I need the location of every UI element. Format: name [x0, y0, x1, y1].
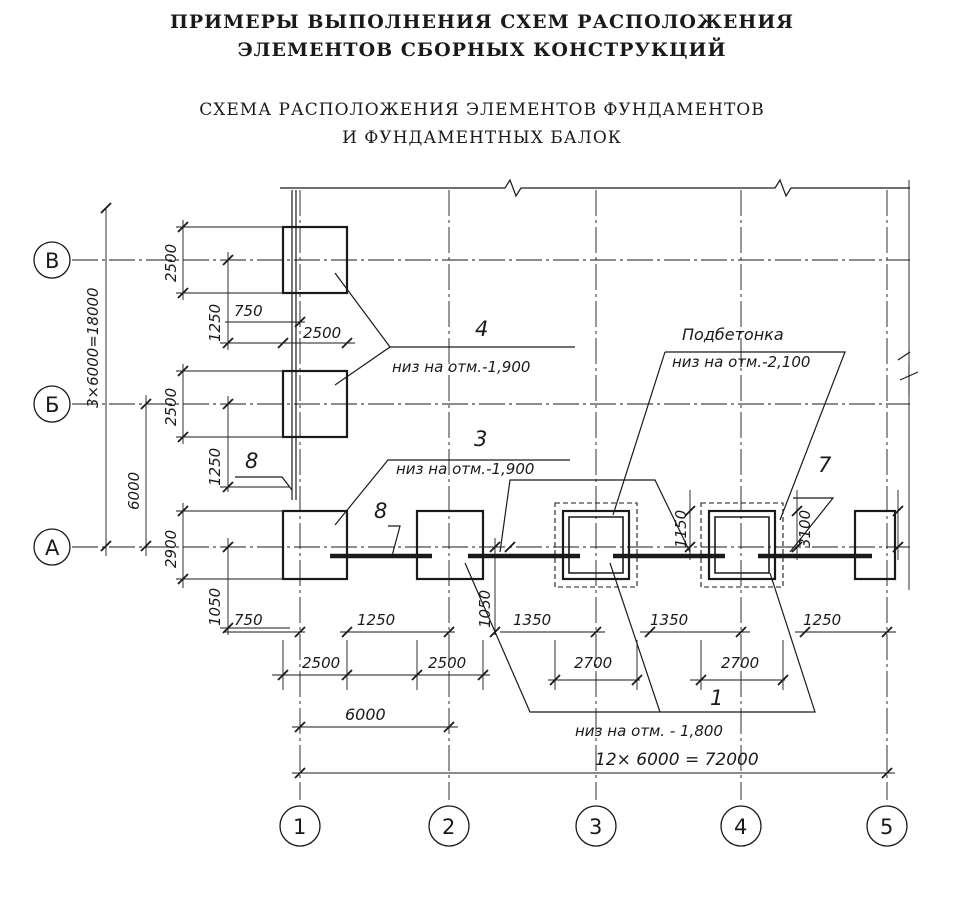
dim-gap-1250-b: 1250 — [803, 611, 841, 629]
dim-side-750: 750 — [234, 611, 263, 629]
mark-3: 3 — [474, 427, 487, 451]
mark-4-note: низ на отм.-1,900 — [392, 358, 530, 376]
horizontal-dimension-lines — [225, 321, 896, 774]
dim-gap-1250-a: 1250 — [357, 611, 395, 629]
podbetonka-outlines — [554, 502, 784, 588]
top-break-line — [280, 178, 910, 198]
dim-b-width: 2500 — [303, 324, 341, 342]
column-axis-lines — [299, 190, 888, 800]
dim-a-offset: 1050 — [206, 588, 224, 626]
column-axis-label-5: 5 — [880, 815, 893, 839]
mark-8-a: 8 — [245, 449, 258, 473]
dim-gap-1350-a: 1350 — [513, 611, 551, 629]
scheme-title-line2: И ФУНДАМЕНТНЫХ БАЛОК — [342, 128, 622, 148]
row-axis-lines — [72, 259, 910, 548]
dim-width-2700-b: 2700 — [721, 654, 759, 672]
dim-b-offset: 1250 — [206, 304, 224, 342]
column-axis-label-4: 4 — [734, 815, 747, 839]
column-axis-label-1: 1 — [293, 815, 306, 839]
dim-offset-1150: 1150 — [672, 510, 690, 548]
right-break-mark — [899, 365, 919, 395]
row-axis-label-b: Б — [45, 393, 59, 417]
row-axis-label-a: А — [45, 536, 60, 560]
dim-width-2500-a: 2500 — [302, 654, 340, 672]
row-axis-label-v: В — [45, 249, 59, 273]
podbetonka-note: низ на отм.-2,100 — [672, 353, 810, 371]
dim-left-total: 3×6000=18000 — [84, 287, 102, 408]
dim-left-span: 6000 — [125, 472, 143, 510]
dim-height-3100: 3100 — [796, 510, 814, 548]
drawing-title-line1: ПРИМЕРЫ ВЫПОЛНЕНИЯ СХЕМ РАСПОЛОЖЕНИЯ — [169, 11, 795, 33]
dim-b-height: 2500 — [162, 244, 180, 282]
mark-4: 4 — [475, 317, 488, 341]
dimension-ticks — [100, 202, 904, 779]
dim-bb-offset: 1250 — [206, 448, 224, 486]
dim-offset-1050: 1050 — [476, 590, 494, 628]
drawing-title-line2: ЭЛЕМЕНТОВ СБОРНЫХ КОНСТРУКЦИЙ — [237, 39, 727, 61]
scheme-title-line1: СХЕМА РАСПОЛОЖЕНИЯ ЭЛЕМЕНТОВ ФУНДАМЕНТОВ — [199, 100, 765, 120]
mark-8-b: 8 — [374, 499, 387, 523]
column-axis-label-3: 3 — [589, 815, 602, 839]
mark-3-note: низ на отм.-1,900 — [396, 460, 534, 478]
podbetonka-label: Подбетонка — [682, 325, 784, 344]
dim-bb-height: 2500 — [162, 388, 180, 426]
foundation-blocks — [281, 225, 897, 581]
dim-total-span: 12× 6000 = 72000 — [595, 750, 759, 770]
dim-b-side: 750 — [234, 302, 263, 320]
dim-a-height: 2900 — [162, 530, 180, 568]
column-axis-label-2: 2 — [442, 815, 455, 839]
leader-lines — [235, 272, 911, 713]
dim-gap-1350-b: 1350 — [650, 611, 688, 629]
mark-1: 1 — [710, 686, 723, 710]
mark-7: 7 — [818, 453, 832, 477]
dim-width-2700-a: 2700 — [574, 654, 612, 672]
axis-bubbles — [33, 241, 908, 847]
left-dimension-lines — [105, 208, 899, 635]
mark-1-note: низ на отм. - 1,800 — [575, 722, 723, 740]
dim-span-6000: 6000 — [345, 705, 386, 724]
dim-width-2500-b: 2500 — [428, 654, 466, 672]
